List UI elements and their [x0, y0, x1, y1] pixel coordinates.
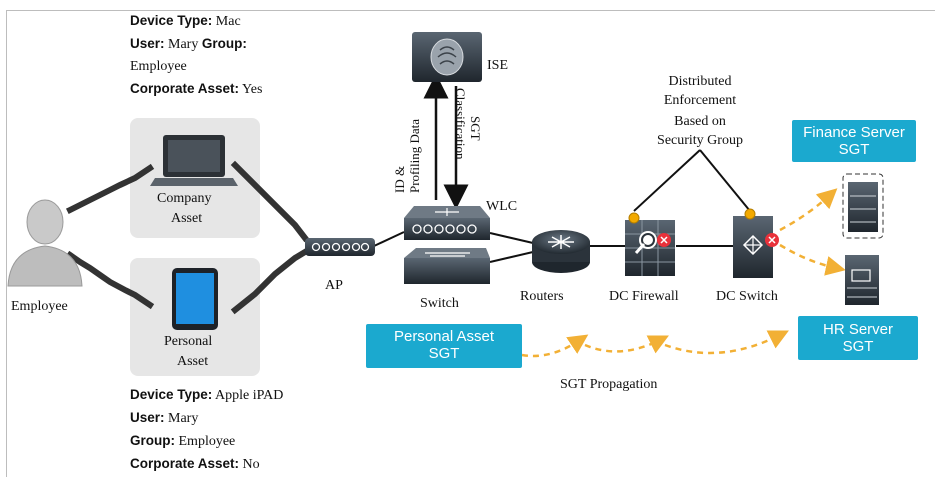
ipad-info-block: Device Type: Apple iPAD User: Mary Group… — [130, 384, 283, 476]
hr-server-sgt-tag: HR Server SGT — [798, 316, 918, 360]
id-profiling-label-line2: Profiling Data — [407, 118, 422, 193]
figure-frame — [6, 10, 935, 477]
personal-asset-sgt-tag: Personal Asset SGT — [366, 324, 522, 368]
mac-device-type-value: Mac — [215, 14, 241, 29]
id-profiling-label-line1: ID & — [392, 165, 407, 193]
firewall-device-icon — [625, 212, 675, 276]
finance-access-arrow — [779, 188, 838, 232]
finance-sgt-line2: SGT — [838, 141, 870, 158]
hr-sgt-line1: HR Server — [822, 321, 893, 338]
laptop-icon — [150, 135, 238, 186]
personal-sgt-line2: SGT — [428, 345, 460, 362]
mac-corporate-key: Corporate Asset: — [130, 81, 240, 96]
mac-corporate-value: Yes — [242, 82, 263, 97]
enforcement-line2: Enforcement — [663, 93, 737, 108]
mac-group-value: Employee — [130, 59, 187, 74]
propagation-arrow-1 — [521, 334, 589, 358]
mac-user-value: Mary — [168, 37, 199, 52]
mac-info-block: Device Type: Mac User: Mary Group: Emplo… — [130, 10, 262, 101]
ap-label: AP — [325, 278, 343, 293]
personal-asset-label-line1: Personal — [164, 334, 213, 349]
wlc-label: WLC — [486, 199, 518, 214]
dcswitch-enforcement-dot — [744, 208, 756, 220]
ipad-device-type-key: Device Type: — [130, 387, 213, 402]
propagation-arrow-2 — [584, 335, 669, 354]
ipad-user-value: Mary — [168, 411, 199, 426]
finance-sgt-line1: Finance Server — [803, 124, 905, 141]
enforcement-right-line — [699, 149, 751, 212]
ipad-group-key: Group: — [130, 433, 175, 448]
wlc-to-router-line — [489, 232, 534, 244]
router-device-icon — [532, 230, 590, 273]
ipad-device-type-value: Apple iPAD — [215, 388, 284, 403]
ipad-corporate-value: No — [242, 457, 260, 472]
hr-server-icon — [845, 255, 879, 305]
ap-to-wlc-line — [373, 231, 405, 247]
employee-person-icon — [7, 199, 83, 287]
employee-to-laptop-link — [65, 163, 155, 215]
hr-access-arrow — [779, 243, 846, 276]
employee-to-tablet-link — [65, 250, 155, 310]
finance-server-sgt-tag: Finance Server SGT — [792, 120, 916, 162]
enforcement-line1: Distributed — [668, 74, 732, 89]
dc-switch-device-icon — [733, 208, 779, 278]
switch-to-router-line — [489, 251, 534, 263]
propagation-arrow-3 — [664, 330, 789, 355]
sgt-classification-label-line1: SGT — [468, 116, 483, 141]
tablet-to-ap-link — [230, 247, 310, 315]
switch-device-icon — [404, 248, 490, 284]
employee-label: Employee — [11, 299, 68, 314]
wlc-device-icon — [404, 206, 490, 240]
ise-label: ISE — [487, 58, 508, 73]
company-asset-label-line2: Asset — [171, 211, 203, 226]
mac-device-type-key: Device Type: — [130, 13, 213, 28]
enforcement-line4: Security Group — [657, 133, 743, 148]
laptop-to-ap-link — [230, 160, 310, 243]
dc-switch-label: DC Switch — [716, 289, 778, 304]
sgt-propagation-label: SGT Propagation — [560, 377, 658, 392]
personal-asset-label-line2: Asset — [177, 354, 209, 369]
ap-device-icon — [305, 238, 375, 256]
company-asset-label-line1: Company — [157, 191, 212, 206]
ise-server-icon — [412, 32, 482, 82]
finance-server-icon — [842, 173, 884, 239]
mac-user-key: User: — [130, 36, 165, 51]
personal-sgt-line1: Personal Asset — [393, 328, 495, 345]
ipad-corporate-key: Corporate Asset: — [130, 456, 240, 471]
enforcement-line3: Based on — [674, 114, 726, 129]
ipad-group-value: Employee — [178, 434, 236, 449]
firewall-enforcement-dot — [628, 212, 640, 224]
switch-label: Switch — [420, 296, 459, 311]
tablet-icon — [172, 268, 218, 330]
sgt-classification-label-line2: Classification — [453, 88, 468, 160]
hr-sgt-line2: SGT — [842, 338, 874, 355]
enforcement-text: Distributed Enforcement Based on Securit… — [640, 72, 760, 150]
routers-label: Routers — [520, 289, 564, 304]
dc-firewall-label: DC Firewall — [609, 289, 679, 304]
mac-group-key: Group: — [201, 36, 247, 51]
ipad-user-key: User: — [130, 410, 165, 425]
employee-links — [65, 160, 310, 315]
enforcement-left-line — [633, 149, 701, 212]
